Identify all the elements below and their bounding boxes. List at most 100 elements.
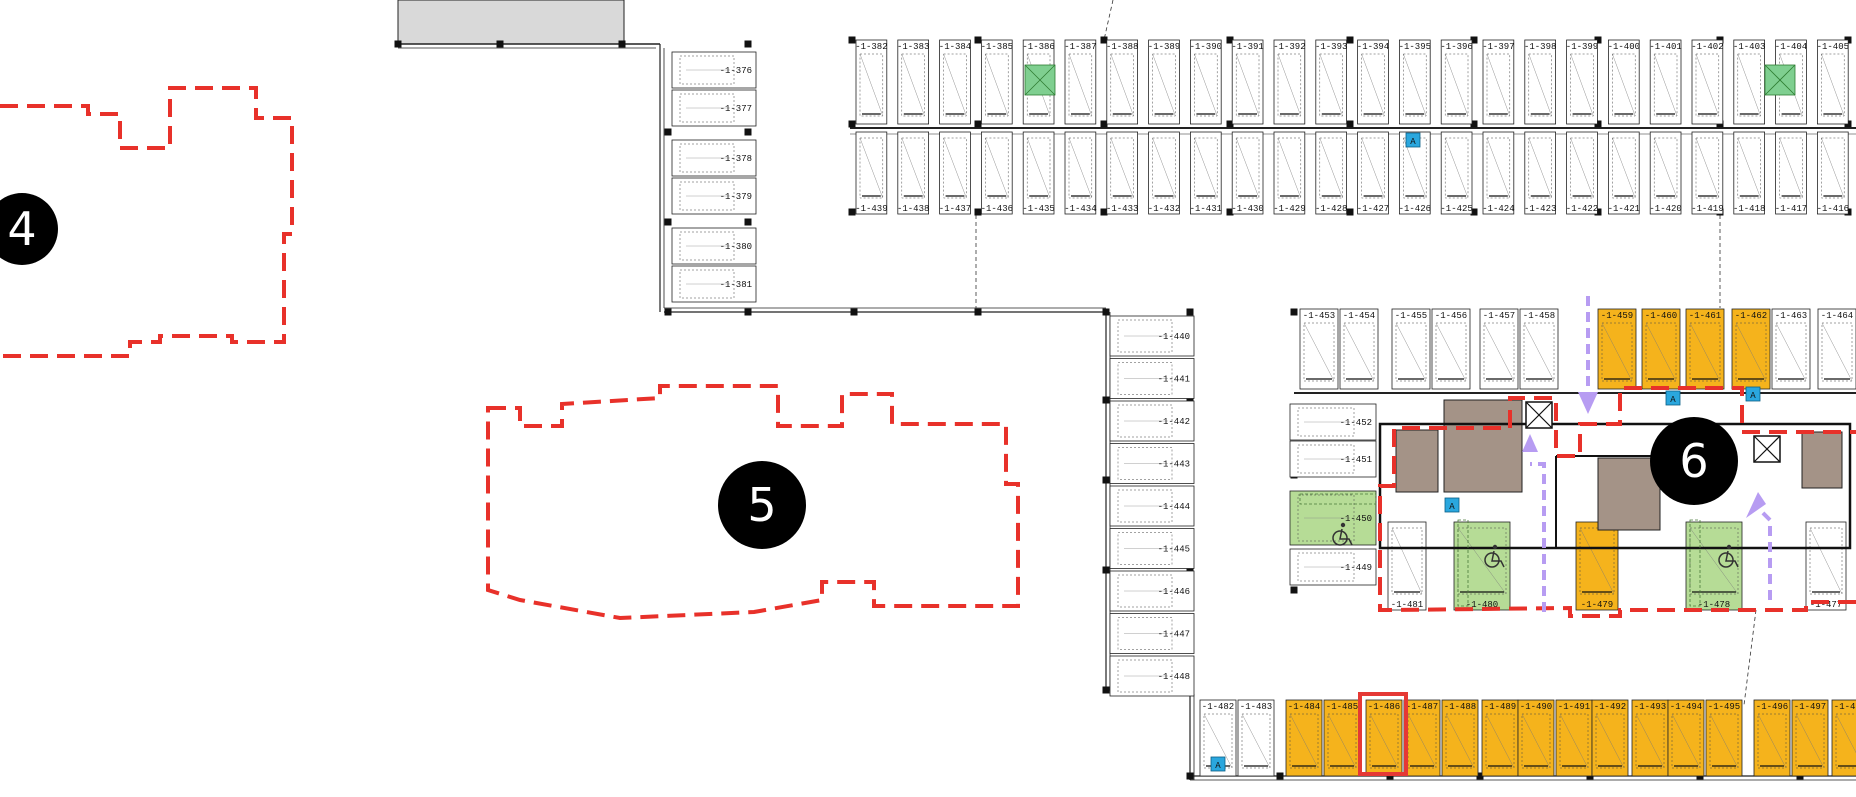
stall-outline bbox=[1519, 308, 1559, 390]
car-outline bbox=[985, 53, 1009, 117]
stall-outline bbox=[1357, 39, 1389, 125]
parking-stall: -1-492 bbox=[1591, 699, 1629, 777]
stall-outline bbox=[1705, 699, 1743, 777]
car-outline bbox=[1152, 53, 1176, 117]
stall-number: -1-397 bbox=[1482, 42, 1514, 52]
car-outline bbox=[1068, 53, 1093, 117]
column-marker bbox=[1290, 308, 1298, 316]
stall-outline bbox=[1771, 308, 1811, 390]
car-outline bbox=[1821, 53, 1845, 117]
parking-stall: -1-436 bbox=[981, 131, 1013, 215]
stall-outline bbox=[1273, 39, 1306, 125]
column-marker bbox=[618, 40, 626, 48]
stall-diagonal bbox=[1821, 53, 1845, 117]
stall-outline bbox=[1022, 131, 1055, 215]
stall-number: -1-447 bbox=[1158, 630, 1190, 640]
parking-stall: -1-428 bbox=[1315, 131, 1347, 215]
accessible-hatch bbox=[1689, 519, 1701, 607]
car-outline bbox=[1110, 137, 1134, 199]
stall-number: -1-385 bbox=[981, 42, 1013, 52]
stall-outline bbox=[1299, 308, 1339, 390]
stall-diagonal bbox=[1635, 713, 1665, 769]
parking-stall: -1-497 bbox=[1791, 699, 1829, 777]
car-outline bbox=[1319, 53, 1343, 117]
stall-diagonal bbox=[1194, 53, 1218, 117]
parking-stall: -1-487 bbox=[1403, 699, 1441, 777]
parking-stall: -1-434 bbox=[1064, 131, 1097, 215]
column-marker bbox=[744, 218, 752, 226]
stall-number: -1-396 bbox=[1440, 42, 1472, 52]
parking-stalls: -1-382-1-383-1-384-1-385-1-386-1-387-1-3… bbox=[671, 39, 1856, 777]
stall-diagonal bbox=[1579, 527, 1615, 595]
guide-line bbox=[1103, 0, 1114, 41]
stall-diagonal bbox=[1303, 322, 1335, 382]
parking-stall: -1-444 bbox=[1109, 485, 1195, 527]
car-outline bbox=[1570, 137, 1594, 199]
marker-box bbox=[1444, 497, 1460, 513]
stall-diagonal bbox=[1486, 53, 1510, 117]
stall-number: -1-486 bbox=[1368, 702, 1400, 712]
stall-number: -1-495 bbox=[1708, 702, 1740, 712]
stall-number: -1-444 bbox=[1158, 502, 1190, 512]
parking-stall: -1-424 bbox=[1482, 131, 1515, 215]
stall-number: -1-405 bbox=[1817, 42, 1849, 52]
car-outline bbox=[1194, 53, 1218, 117]
column-marker bbox=[1186, 396, 1194, 404]
car-outline bbox=[943, 137, 967, 199]
stall-number: -1-384 bbox=[939, 42, 971, 52]
wheelchair-head bbox=[1726, 544, 1732, 550]
stall-number: -1-456 bbox=[1435, 311, 1467, 321]
stall-outline bbox=[1365, 699, 1403, 777]
stall-number: -1-481 bbox=[1391, 600, 1423, 610]
parking-stall: -1-498 bbox=[1831, 699, 1856, 777]
column-marker bbox=[1100, 36, 1108, 44]
elevator-icon bbox=[1753, 435, 1781, 463]
stall-number: -1-437 bbox=[939, 204, 971, 214]
arrow-head bbox=[1578, 392, 1598, 414]
stall-diagonal bbox=[1391, 527, 1423, 595]
stall-outline bbox=[1667, 699, 1705, 777]
parking-stall: -1-400 bbox=[1608, 39, 1640, 125]
column-marker bbox=[744, 40, 752, 48]
stall-diagonal bbox=[1361, 137, 1385, 199]
column-marker bbox=[1226, 208, 1234, 216]
marker-a-icon: A bbox=[1745, 386, 1761, 402]
stall-diagonal bbox=[1289, 713, 1319, 769]
stall-number: -1-427 bbox=[1357, 204, 1389, 214]
parking-stall: -1-461 bbox=[1685, 308, 1725, 390]
car-outline bbox=[859, 137, 884, 199]
car-outline bbox=[1297, 444, 1355, 474]
stall-number: -1-388 bbox=[1106, 42, 1138, 52]
car-outline bbox=[1403, 137, 1427, 199]
car-outline bbox=[1757, 713, 1787, 769]
car-outline bbox=[1457, 527, 1507, 595]
stall-number: -1-497 bbox=[1794, 702, 1826, 712]
stall-diagonal bbox=[1483, 322, 1515, 382]
stall-number: -1-393 bbox=[1315, 42, 1347, 52]
stall-number: -1-394 bbox=[1357, 42, 1389, 52]
parking-stall: -1-402 bbox=[1691, 39, 1724, 125]
parking-stall: -1-493 bbox=[1631, 699, 1669, 777]
stall-number: -1-445 bbox=[1158, 545, 1190, 555]
zone-outlines bbox=[0, 86, 1856, 621]
guide-line bbox=[1743, 609, 1757, 706]
parking-stall: -1-383 bbox=[897, 39, 929, 125]
stall-diagonal bbox=[1645, 322, 1677, 382]
stall-outline bbox=[1441, 699, 1479, 777]
marker-box bbox=[1210, 756, 1226, 772]
parking-stall: -1-463 bbox=[1771, 308, 1811, 390]
car-outline bbox=[1595, 713, 1625, 769]
stall-number: -1-458 bbox=[1523, 311, 1555, 321]
zone-badge-4: 4 bbox=[0, 193, 58, 265]
entry-arrow-line bbox=[1530, 462, 1546, 612]
stall-diagonal bbox=[1821, 322, 1853, 382]
car-outline bbox=[859, 53, 884, 117]
column-marker bbox=[1290, 586, 1298, 594]
parking-stall: -1-449 bbox=[1289, 548, 1377, 586]
car-outline bbox=[1695, 53, 1720, 117]
parking-stall: -1-377 bbox=[671, 89, 757, 127]
elevator-x bbox=[1753, 435, 1781, 463]
parking-stall: -1-431 bbox=[1190, 131, 1222, 215]
stall-diagonal bbox=[1327, 713, 1357, 769]
stall-number: -1-459 bbox=[1601, 311, 1633, 321]
